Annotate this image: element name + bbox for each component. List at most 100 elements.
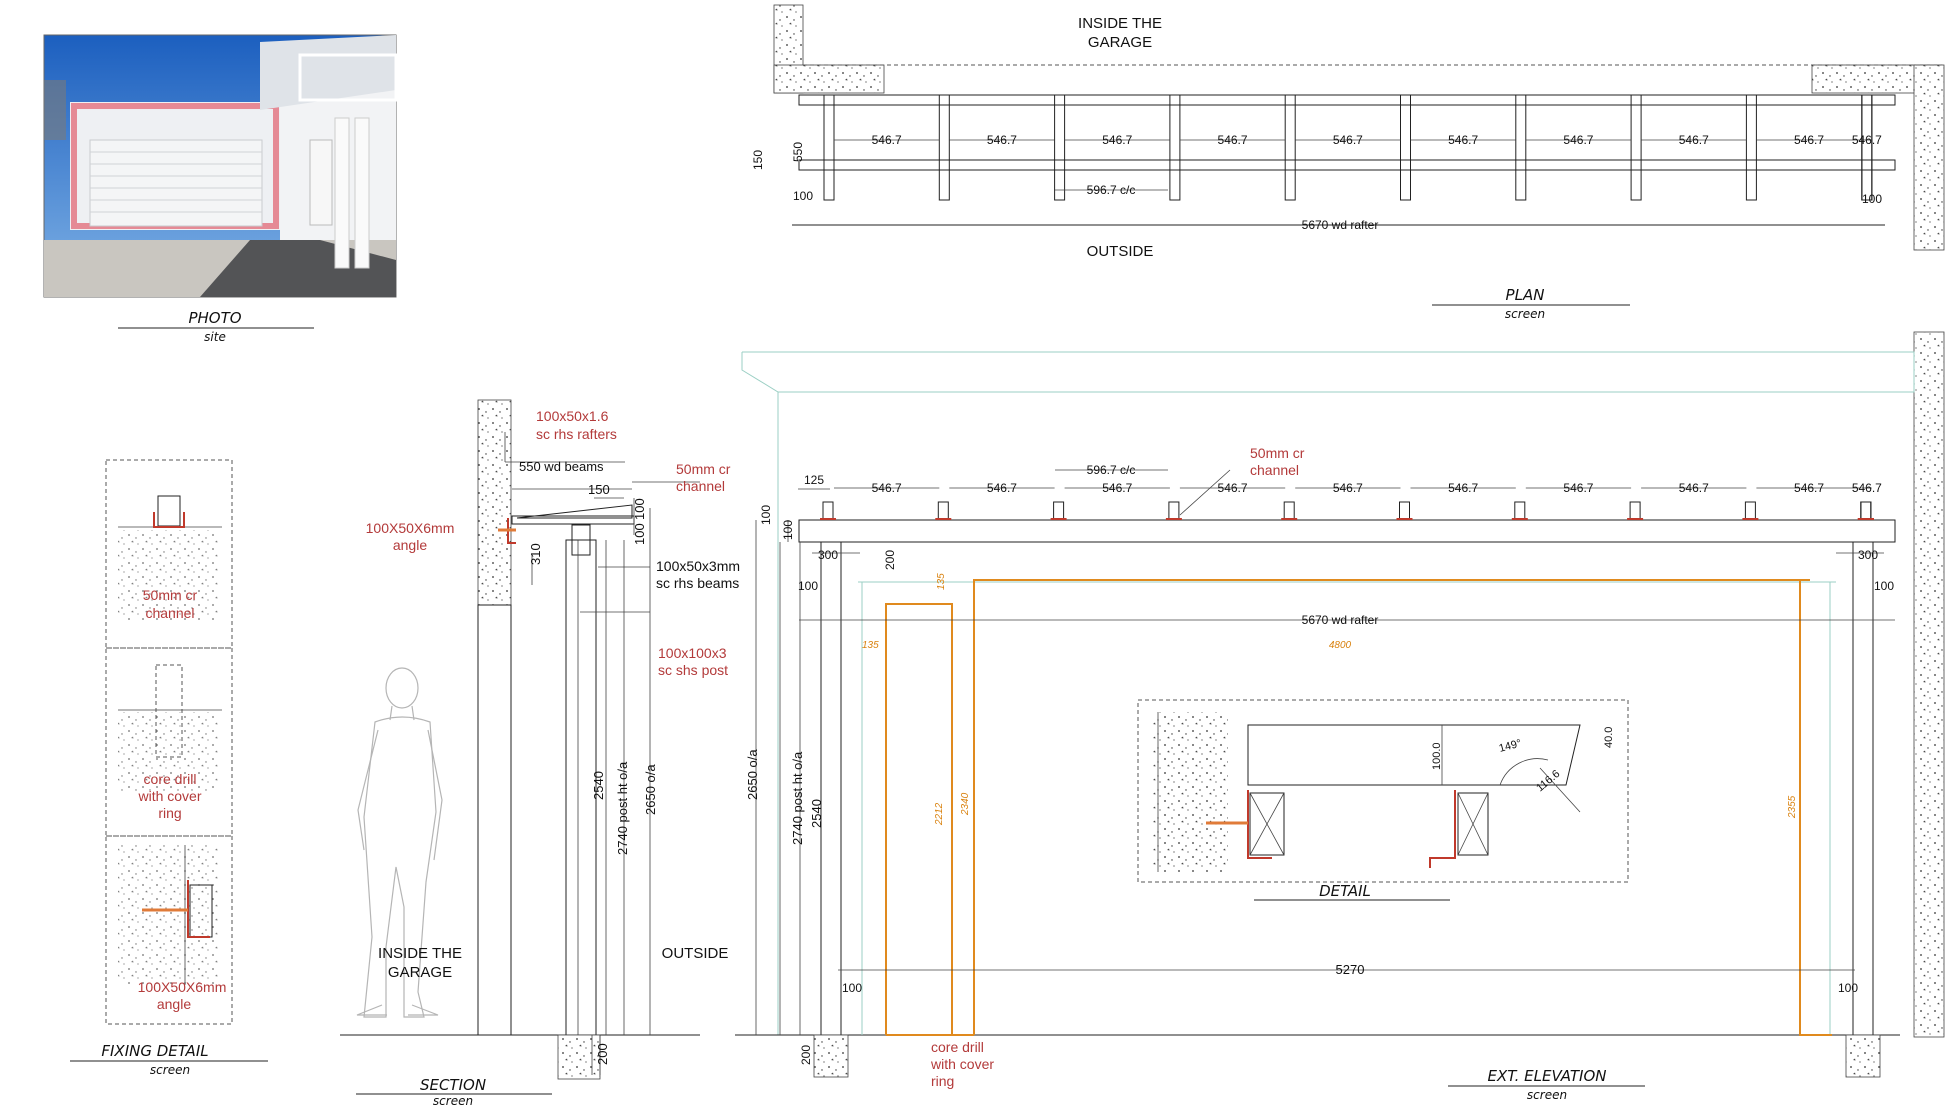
elev-dim-2650: 2650 o/a: [745, 749, 760, 800]
plan-spacing-dim: 546.7: [1679, 133, 1709, 147]
plan-spacing-dim: 546.7: [1794, 133, 1824, 147]
elev-dim-100-right: 100: [1874, 579, 1894, 593]
plan-dim-150: 150: [751, 150, 765, 170]
elev-dim-5270: 5270: [1336, 962, 1365, 977]
plan-spacing-dim: 546.7: [987, 133, 1017, 147]
plan-rafter: [823, 94, 835, 201]
elev-dim-100-left: 100: [798, 579, 818, 593]
photo-title: PHOTO: [188, 309, 241, 327]
fixing-subtitle: screen: [150, 1063, 190, 1077]
plan-rafter: [1861, 94, 1873, 201]
elev-opening-135: 135: [862, 640, 879, 651]
elev-rafter: [1283, 501, 1295, 520]
elev-rafter: [1053, 501, 1065, 520]
detail-title: DETAIL: [1319, 882, 1371, 900]
elev-spacing-dim: 546.7: [872, 481, 902, 495]
plan-rafter: [1745, 94, 1757, 201]
elev-spacing-dim: 546.7: [1333, 481, 1363, 495]
elev-dim-125: 125: [804, 473, 824, 487]
plan-rafter-length: 5670 wd rafter: [1302, 218, 1379, 232]
photo-subtitle: site: [204, 330, 226, 344]
plan-rafter: [1169, 94, 1181, 201]
elev-channel-label-1: 50mm cr: [1250, 445, 1305, 461]
plan-spacing-dim: 546.7: [1333, 133, 1363, 147]
elev-opening-135-vertical: 135: [936, 573, 947, 590]
elev-rafter-length: 5670 wd rafter: [1302, 613, 1379, 627]
elev-dim-2740: 2740 post ht o/a: [790, 751, 805, 845]
section-subtitle: screen: [433, 1094, 473, 1106]
elev-core-label-3: ring: [931, 1073, 954, 1089]
fixing-detail-panels: [105, 459, 233, 1025]
section-inside-label-1: INSIDE THE: [378, 945, 462, 962]
elev-dim-300-right: 300: [1858, 548, 1878, 562]
elev-subtitle: screen: [1527, 1088, 1567, 1102]
elevation-view: [735, 331, 1945, 1078]
elev-dim-100-top: 100: [759, 505, 773, 525]
plan-rafter: [1284, 94, 1296, 201]
plan-outside-label: OUTSIDE: [1087, 243, 1154, 260]
elev-rafter: [1860, 501, 1872, 520]
elev-spacing-dim: 546.7: [1679, 481, 1709, 495]
plan-subtitle: screen: [1505, 307, 1545, 321]
section-rafters-label-2: sc rhs rafters: [536, 426, 617, 442]
section-inside-label-2: GARAGE: [388, 964, 452, 981]
fixing-title: FIXING DETAIL: [101, 1042, 208, 1060]
elev-spacing-dim: 546.7: [1102, 481, 1132, 495]
section-post-label-2: sc shs post: [658, 662, 728, 678]
elev-rafter: [937, 501, 949, 520]
elev-rafter: [1399, 501, 1410, 520]
elev-spacing-dim: 546.7: [1794, 481, 1824, 495]
elev-rafter: [1860, 501, 1872, 520]
fixing-channel-label-1: 50mm cr: [143, 587, 198, 603]
section-dim-150: 150: [588, 482, 610, 497]
plan-spacing-dim: 546.7: [1102, 133, 1132, 147]
section-dim-2650: 2650 o/a: [643, 764, 658, 815]
section-dim-310: 310: [528, 543, 543, 565]
detail-inset: [1137, 699, 1629, 883]
section-dim-200: 200: [595, 1043, 610, 1065]
plan-inside-label-1: INSIDE THE: [1078, 15, 1162, 32]
elev-dim-100-beam: 100: [781, 520, 795, 540]
site-photo: [43, 34, 398, 298]
elev-dim-2540: 2540: [809, 799, 824, 828]
elev-spacing-dim: 546.7: [1563, 481, 1593, 495]
detail-dim-100: 100.0: [1431, 742, 1443, 770]
detail-angle: 149°: [1498, 737, 1523, 754]
plan-spacing-dim: 546.7: [1218, 133, 1248, 147]
elev-title: EXT. ELEVATION: [1487, 1067, 1606, 1085]
elev-opening-2355: 2355: [1787, 795, 1798, 819]
plan-rafter: [1861, 94, 1873, 201]
plan-rafter: [938, 94, 950, 201]
elev-centres-dim: 596.7 c/c: [1087, 463, 1136, 477]
elev-dim-300-left: 300: [818, 548, 838, 562]
elev-spacing-dim: 546.7: [1448, 481, 1478, 495]
elev-dim-100-bottom-left: 100: [842, 981, 862, 995]
plan-dim-100-left: 100: [793, 189, 813, 203]
elev-opening-2212: 2212: [934, 802, 945, 826]
elev-spacing-dim: 546.7: [987, 481, 1017, 495]
human-scale-figure: [356, 667, 443, 1018]
section-channel-label-1: 50mm cr: [676, 461, 731, 477]
plan-inside-label-2: GARAGE: [1088, 34, 1152, 51]
plan-spacing-dim: 546.7: [1448, 133, 1478, 147]
plan-rafter: [1630, 94, 1642, 201]
section-dim-2540: 2540: [591, 771, 606, 800]
plan-title: PLAN: [1506, 286, 1545, 304]
section-dim-100-top: 100: [632, 498, 647, 520]
section-view: [340, 399, 700, 1080]
elev-dim-200: 200: [883, 550, 897, 570]
plan-dim-550: 550: [791, 142, 805, 162]
fixing-angle-label-1: 100X50X6mm: [138, 979, 227, 995]
section-beams-label-2: sc rhs beams: [656, 575, 739, 591]
plan-dim-100-right: 100: [1862, 192, 1882, 206]
section-post-label-1: 100x100x3: [658, 645, 727, 661]
section-beams-label-1: 100x50x3mm: [656, 558, 740, 574]
elev-rafter: [1744, 501, 1756, 520]
plan-rafter: [1400, 94, 1411, 201]
section-dim-100-beam: 100: [632, 523, 647, 545]
detail-dim-116: 116.6: [1534, 768, 1562, 794]
section-rafters-label-1: 100x50x1.6: [536, 408, 609, 424]
elev-dim-100-bottom-right: 100: [1838, 981, 1858, 995]
section-outside-label: OUTSIDE: [662, 945, 729, 962]
